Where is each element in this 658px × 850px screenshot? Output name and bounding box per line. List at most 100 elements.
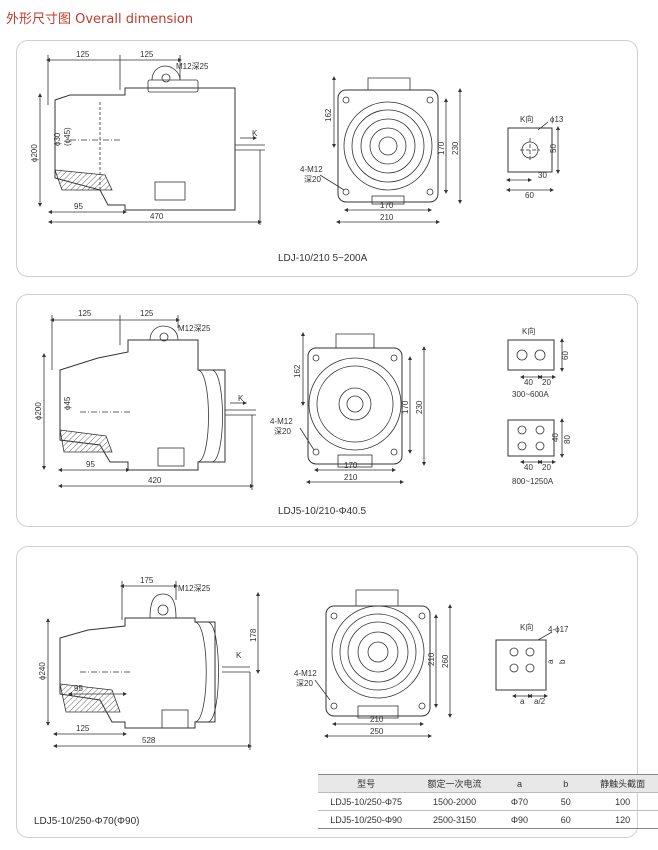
- dim-40-2: 40: [524, 378, 533, 387]
- dim-210: 210: [380, 213, 394, 222]
- dim-phi30: ϕ30: [53, 132, 62, 146]
- dim-260: 260: [441, 654, 450, 668]
- bolt-depth-label-3: 深20: [296, 679, 313, 688]
- bolt-label: 4-M12: [300, 165, 323, 174]
- range-800-1250: 800~1250A: [512, 477, 554, 486]
- side-view-1: [54, 65, 265, 211]
- table-row: LDJ5-10/250-Φ75 1500-2000 Φ70 50 100: [318, 792, 658, 811]
- k-arrow-label-2: K: [238, 394, 244, 403]
- side-view-3: [59, 593, 250, 729]
- k-view-2a: [507, 339, 555, 371]
- m12-label-2: M12深25: [178, 324, 211, 333]
- dim-125-left: 125: [76, 50, 90, 59]
- bolt-depth-label: 深20: [304, 175, 321, 184]
- cell-model: LDJ5-10/250-Φ75: [318, 792, 415, 811]
- dim-178: 178: [249, 628, 258, 642]
- header-b: b: [544, 774, 588, 793]
- dim-470: 470: [150, 212, 164, 221]
- dim-phi200: ϕ200: [30, 144, 39, 162]
- dim-a: a: [520, 697, 525, 706]
- header-a: a: [494, 774, 545, 793]
- dim-20-2: 20: [542, 378, 551, 387]
- dim-420: 420: [148, 476, 162, 485]
- side-view-2: [59, 325, 256, 471]
- dim-175: 175: [140, 576, 154, 585]
- cell-a: Φ90: [494, 810, 545, 829]
- front-view-2: [307, 333, 403, 468]
- cell-b: 50: [544, 792, 588, 811]
- dim-60: 60: [525, 191, 534, 200]
- dim-170-v-2: 170: [401, 400, 410, 414]
- dim-125-right-2: 125: [140, 309, 154, 318]
- dim-b: b: [558, 659, 567, 664]
- bolt-label-2: 4-M12: [270, 417, 293, 426]
- dim-phi200-2: ϕ200: [34, 402, 43, 420]
- front-view-3: [325, 589, 431, 719]
- m12-label-3: M12深25: [178, 584, 211, 593]
- k-view-2b: [507, 419, 555, 457]
- dim-phi45: (ϕ45): [63, 127, 72, 146]
- cell-b: 60: [544, 810, 588, 829]
- dim-210-h-3: 210: [370, 715, 384, 724]
- header-current: 额定一次电流: [414, 774, 495, 793]
- dim-230-2: 230: [415, 400, 424, 414]
- dim-50: 50: [549, 144, 558, 153]
- cell-a: Φ70: [494, 792, 545, 811]
- cell-section: 120: [587, 810, 658, 829]
- spec-table: 型号 额定一次电流 a b 静触头截面 LDJ5-10/250-Φ75 1500…: [318, 774, 658, 829]
- front-view-1: [337, 77, 439, 205]
- m12-label: M12深25: [176, 62, 209, 71]
- dim-20-2b: 20: [542, 463, 551, 472]
- dim-60-2: 60: [561, 351, 570, 360]
- k-arrow-label-3: K: [236, 651, 242, 660]
- dim-230: 230: [451, 141, 460, 155]
- cell-current: 2500-3150: [414, 810, 495, 829]
- page-title: 外形尺寸图 Overall dimension: [6, 12, 194, 27]
- dim-162-2: 162: [293, 364, 302, 378]
- dim-a-v: a: [546, 659, 555, 664]
- dim-210-2: 210: [344, 473, 358, 482]
- dim-170-h-2: 170: [344, 461, 358, 470]
- dim-250: 250: [370, 727, 384, 736]
- range-300-600: 300~600A: [512, 390, 549, 399]
- cell-section: 100: [587, 792, 658, 811]
- k-arrow-label: K: [252, 129, 258, 138]
- table-row: LDJ5-10/250-Φ90 2500-3150 Φ90 60 120: [318, 810, 658, 829]
- dim-phi45-2: ϕ45: [63, 396, 72, 410]
- dim-95-2: 95: [86, 460, 95, 469]
- model-1: LDJ-10/210 5~200A: [278, 253, 368, 264]
- dim-528: 528: [142, 736, 156, 745]
- cell-model: LDJ5-10/250-Φ90: [318, 810, 415, 829]
- header-section: 静触头截面: [587, 774, 658, 793]
- table-header-row: 型号 额定一次电流 a b 静触头截面: [318, 774, 658, 793]
- dim-40-2b: 40: [551, 433, 560, 442]
- k-view-label: K向: [520, 114, 533, 124]
- cell-current: 1500-2000: [414, 792, 495, 811]
- dim-95: 95: [74, 202, 83, 211]
- header-model: 型号: [318, 774, 415, 793]
- model-2: LDJ5-10/210-Φ40.5: [278, 506, 366, 517]
- k-view-3: [495, 639, 547, 691]
- dim-125-right: 125: [140, 50, 154, 59]
- dim-phi13: ϕ13: [550, 115, 564, 124]
- dim-170-h: 170: [380, 201, 394, 210]
- dim-162: 162: [324, 108, 333, 122]
- bolt-label-3: 4-M12: [294, 669, 317, 678]
- dim-phi240: ϕ240: [38, 662, 47, 680]
- dim-170-v: 170: [437, 141, 446, 155]
- dim-a-half: a/2: [534, 697, 546, 706]
- dim-4-phi17: 4-ϕ17: [548, 625, 569, 634]
- dim-125-left-2: 125: [78, 309, 92, 318]
- model-3: LDJ5-10/250-Φ70(Φ90): [34, 816, 139, 827]
- k-view-1: [507, 127, 553, 173]
- k-view-label-3: K向: [520, 622, 533, 632]
- bolt-depth-label-2: 深20: [274, 427, 291, 436]
- k-view-label-2: K向: [522, 326, 535, 336]
- dim-40-2c: 40: [524, 463, 533, 472]
- dim-30: 30: [538, 171, 547, 180]
- dim-210-v-3: 210: [427, 652, 436, 666]
- dim-95-3: 95: [74, 684, 83, 693]
- dim-80-2: 80: [563, 435, 572, 444]
- dim-125-3: 125: [76, 724, 90, 733]
